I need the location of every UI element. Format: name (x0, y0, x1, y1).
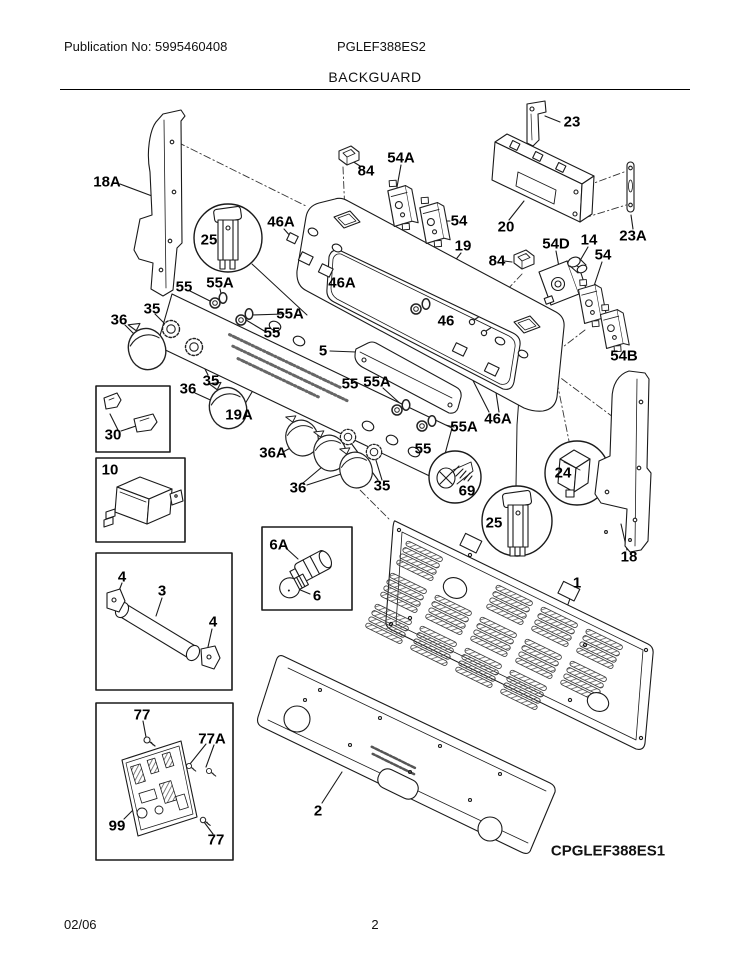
inset-box-3-4 (95, 552, 233, 691)
bracket-23 (526, 100, 547, 147)
callout-54: 54 (594, 246, 612, 264)
bracket-18a (133, 109, 186, 297)
callout-1: 1 (572, 574, 582, 592)
callout-77a: 77A (198, 730, 226, 748)
trim-panel-2 (256, 655, 556, 855)
callout-55a: 55A (363, 373, 391, 391)
callout-4: 4 (208, 613, 218, 631)
callout-54d: 54D (542, 235, 570, 253)
callout-55: 55 (414, 440, 432, 458)
callout-35: 35 (143, 300, 161, 318)
callout-84: 84 (357, 162, 375, 180)
callout-30: 30 (104, 426, 122, 444)
callout-25: 25 (200, 231, 218, 249)
switch-84-right (513, 249, 535, 270)
switch-54a (386, 178, 420, 232)
callout-55: 55 (263, 324, 281, 342)
callout-20: 20 (497, 218, 515, 236)
control-panel-19a (156, 293, 453, 481)
diagram-code-label: CPGLEF388ES1 (550, 842, 666, 860)
detail-circle-25-top (193, 203, 263, 273)
callout-35: 35 (373, 477, 391, 495)
callout-55: 55 (341, 375, 359, 393)
callout-36: 36 (179, 380, 197, 398)
header-rule (60, 89, 690, 90)
callout-55a: 55A (206, 274, 234, 292)
part-14 (567, 256, 588, 274)
callout-46a: 46A (328, 274, 356, 292)
callout-5: 5 (318, 342, 328, 360)
callout-84: 84 (488, 252, 506, 270)
switch-54-top (418, 195, 452, 249)
inset-box-77-99 (95, 702, 234, 861)
bracket-18 (594, 370, 652, 553)
callout-6a: 6A (269, 536, 289, 554)
callout-54: 54 (450, 212, 468, 230)
callout-10: 10 (101, 461, 119, 479)
model-number: PGLEF388ES2 (337, 39, 426, 54)
callout-19a: 19A (225, 406, 253, 424)
callout-3: 3 (157, 582, 167, 600)
callout-46: 46 (437, 312, 455, 330)
callout-77: 77 (207, 831, 225, 849)
callout-35: 35 (202, 372, 220, 390)
callout-77: 77 (133, 706, 151, 724)
callout-54b: 54B (610, 347, 638, 365)
footer-page-number: 2 (371, 917, 379, 932)
callout-55: 55 (175, 278, 193, 296)
callout-24: 24 (554, 464, 572, 482)
detail-circle-25-bottom (481, 485, 553, 557)
inset-box-10 (95, 457, 186, 543)
callout-36: 36 (110, 311, 128, 329)
detail-circle-69-screw (428, 450, 482, 504)
section-title: BACKGUARD (328, 69, 422, 85)
callout-23: 23 (563, 113, 581, 131)
footer-date: 02/06 (64, 917, 97, 932)
callout-46a: 46A (267, 213, 295, 231)
rear-panel-1 (364, 520, 654, 750)
callout-55a: 55A (450, 418, 478, 436)
support-bar-5 (354, 341, 462, 414)
callout-25: 25 (485, 514, 503, 532)
callout-14: 14 (580, 231, 598, 249)
callout-36: 36 (289, 479, 307, 497)
callout-19: 19 (454, 237, 472, 255)
callout-6: 6 (312, 587, 322, 605)
callout-23a: 23A (619, 227, 647, 245)
callout-18a: 18A (93, 173, 121, 191)
switch-54b (599, 302, 631, 354)
strip-23a (626, 161, 635, 213)
callout-69: 69 (458, 482, 476, 500)
control-board-20 (491, 133, 595, 223)
callout-54a: 54A (387, 149, 415, 167)
callout-36a: 36A (259, 444, 287, 462)
callout-4: 4 (117, 568, 127, 586)
inset-box-30 (95, 385, 171, 453)
publication-number: Publication No: 5995460408 (64, 39, 228, 54)
callout-46a: 46A (484, 410, 512, 428)
callout-99: 99 (108, 817, 126, 835)
switch-84-top (338, 145, 360, 166)
inset-box-6 (261, 526, 353, 611)
callout-55a: 55A (276, 305, 304, 323)
callout-2: 2 (313, 802, 323, 820)
callout-18: 18 (620, 548, 638, 566)
